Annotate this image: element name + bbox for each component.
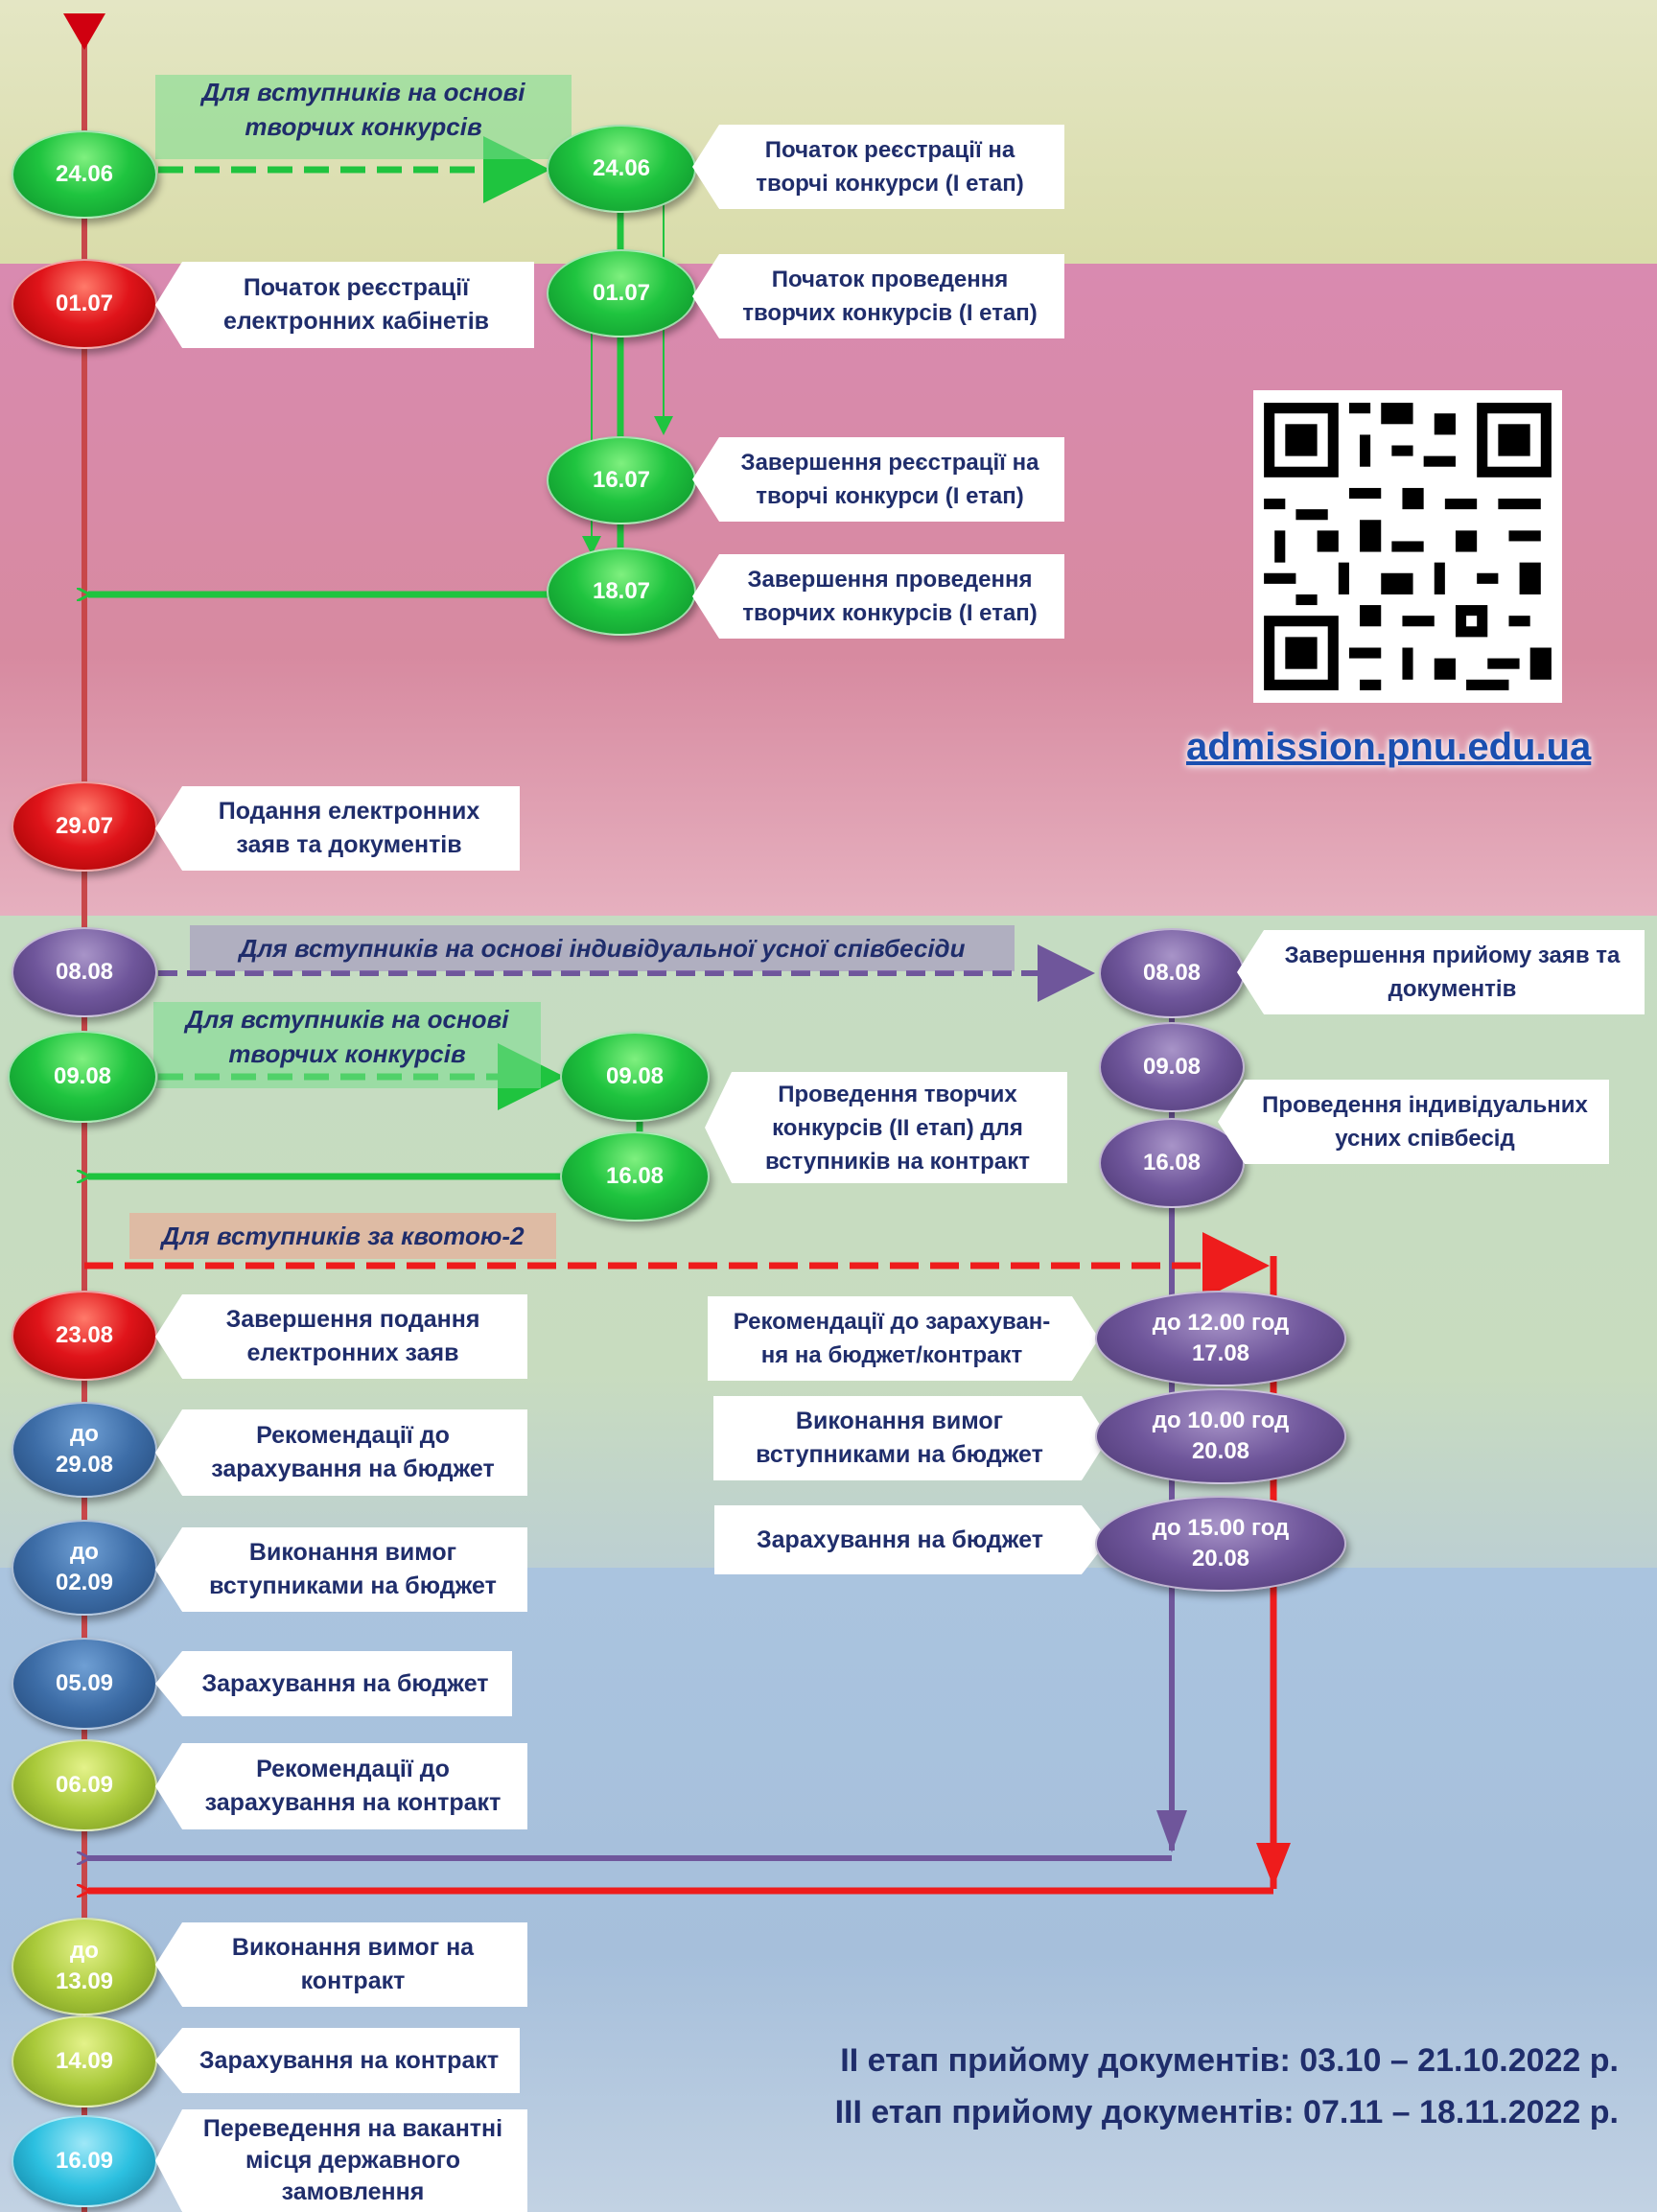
main-event-label: Зарахування на контракт: [155, 2028, 520, 2093]
date-label: 09.08: [1142, 1054, 1202, 1080]
quota-label: Виконання вимог вступниками на бюджет: [713, 1396, 1109, 1480]
quota-label: Рекомендації до зарахуван- ня на бюджет/…: [708, 1296, 1099, 1381]
creative-1-oval: 01.07: [547, 249, 696, 338]
interview-oval: 08.08: [1099, 928, 1245, 1018]
main-oval: 09.08: [8, 1031, 157, 1123]
main-event-label: Виконання вимог на контракт: [155, 1922, 527, 2007]
date-label: 16.08: [605, 1163, 665, 1189]
interview-label: Проведення індивідуальних усних співбесі…: [1218, 1080, 1609, 1164]
main-event-label: Подання електронних заяв та документів: [155, 786, 520, 871]
main-event-label: Рекомендації до зарахування на контракт: [155, 1743, 527, 1829]
date-label: до 15.00 год 20.08: [1152, 1515, 1290, 1572]
main-event-label: Початок реєстрації електронних кабінетів: [155, 262, 534, 348]
main-oval: 29.07: [12, 781, 157, 872]
main-event-label: Переведення на вакантні місця державного…: [155, 2109, 527, 2212]
note-interview: Для вступників на основі індивідуальної …: [190, 925, 1015, 971]
quota-down-arrow: [1256, 1843, 1291, 1887]
date-label: 08.08: [1142, 960, 1202, 986]
creative-1-oval: 24.06: [547, 125, 696, 213]
date-label: до 12.00 год 17.08: [1152, 1310, 1290, 1366]
creative-1-oval: 18.07: [547, 547, 696, 636]
date-label: 16.07: [592, 467, 651, 493]
creative-1-label: Завершення проведення творчих конкурсів …: [692, 554, 1064, 639]
qr-code-icon: [1253, 390, 1562, 703]
date-label: 06.09: [55, 1772, 114, 1798]
main-oval: 14.09: [12, 2015, 157, 2107]
date-label: 16.08: [1142, 1150, 1202, 1176]
date-label: 09.08: [605, 1063, 665, 1089]
date-label: 01.07: [55, 291, 114, 316]
main-oval: 24.06: [12, 130, 157, 219]
date-label: 05.09: [55, 1670, 114, 1696]
creative-1-label: Початок реєстрації на творчі конкурси (І…: [692, 125, 1064, 209]
date-label: 14.09: [55, 2048, 114, 2074]
main-oval: 01.07: [12, 259, 157, 349]
main-oval: до 29.08: [12, 1402, 157, 1498]
date-label: 29.07: [55, 813, 114, 839]
main-oval: до 13.09: [12, 1918, 157, 2015]
date-label: 16.09: [55, 2148, 114, 2174]
stage-2-info: ІІ етап прийому документів: 03.10 – 21.1…: [840, 2042, 1619, 2079]
main-oval: 06.09: [12, 1739, 157, 1831]
date-label: до 13.09: [55, 1938, 114, 1994]
creative-2-label: Проведення творчих конкурсів (ІІ етап) д…: [705, 1072, 1067, 1183]
stage-3-info: ІІІ етап прийому документів: 07.11 – 18.…: [834, 2094, 1619, 2131]
creative-2-oval: 09.08: [560, 1032, 710, 1122]
creative-1-label: Завершення реєстрації на творчі конкурси…: [692, 437, 1064, 522]
creative-2-oval: 16.08: [560, 1131, 710, 1222]
date-label: 08.08: [55, 959, 114, 985]
date-label: до 10.00 год 20.08: [1152, 1408, 1290, 1464]
date-label: до 29.08: [55, 1421, 114, 1478]
main-oval: 08.08: [12, 927, 157, 1017]
quota-label: Зарахування на бюджет: [714, 1505, 1109, 1574]
main-event-label: Рекомендації до зарахування на бюджет: [155, 1409, 527, 1496]
note-creative-1: Для вступників на основі творчих конкурс…: [155, 75, 572, 159]
quota-oval: до 12.00 год 17.08: [1095, 1291, 1346, 1386]
creative-1-label: Початок проведення творчих конкурсів (І …: [692, 254, 1064, 338]
note-creative-2: Для вступників на основі творчих конкурс…: [153, 1002, 541, 1088]
main-timeline-start-arrow: [63, 13, 105, 50]
date-label: 24.06: [55, 161, 114, 187]
website-link[interactable]: admission.pnu.edu.ua: [1186, 726, 1592, 768]
interview-oval: 16.08: [1099, 1118, 1245, 1208]
date-label: 23.08: [55, 1322, 114, 1348]
date-label: 09.08: [53, 1063, 112, 1089]
main-event-label: Завершення подання електронних заяв: [155, 1294, 527, 1379]
interview-label: Завершення прийому заяв та документів: [1237, 930, 1645, 1014]
main-oval: 16.09: [12, 2115, 157, 2207]
main-oval: 23.08: [12, 1291, 157, 1381]
date-label: 01.07: [592, 280, 651, 306]
creative-1-oval: 16.07: [547, 436, 696, 524]
main-event-label: Виконання вимог вступниками на бюджет: [155, 1527, 527, 1612]
date-label: 24.06: [592, 155, 651, 181]
main-oval: 05.09: [12, 1638, 157, 1730]
date-label: 18.07: [592, 578, 651, 604]
note-quota: Для вступників за квотою-2: [129, 1213, 556, 1259]
main-event-label: Зарахування на бюджет: [155, 1651, 512, 1716]
main-oval: до 02.09: [12, 1520, 157, 1616]
quota-oval: до 10.00 год 20.08: [1095, 1388, 1346, 1484]
interview-oval: 09.08: [1099, 1022, 1245, 1112]
interview-down-arrow: [1156, 1810, 1187, 1852]
date-label: до 02.09: [55, 1539, 114, 1595]
quota-oval: до 15.00 год 20.08: [1095, 1496, 1346, 1592]
